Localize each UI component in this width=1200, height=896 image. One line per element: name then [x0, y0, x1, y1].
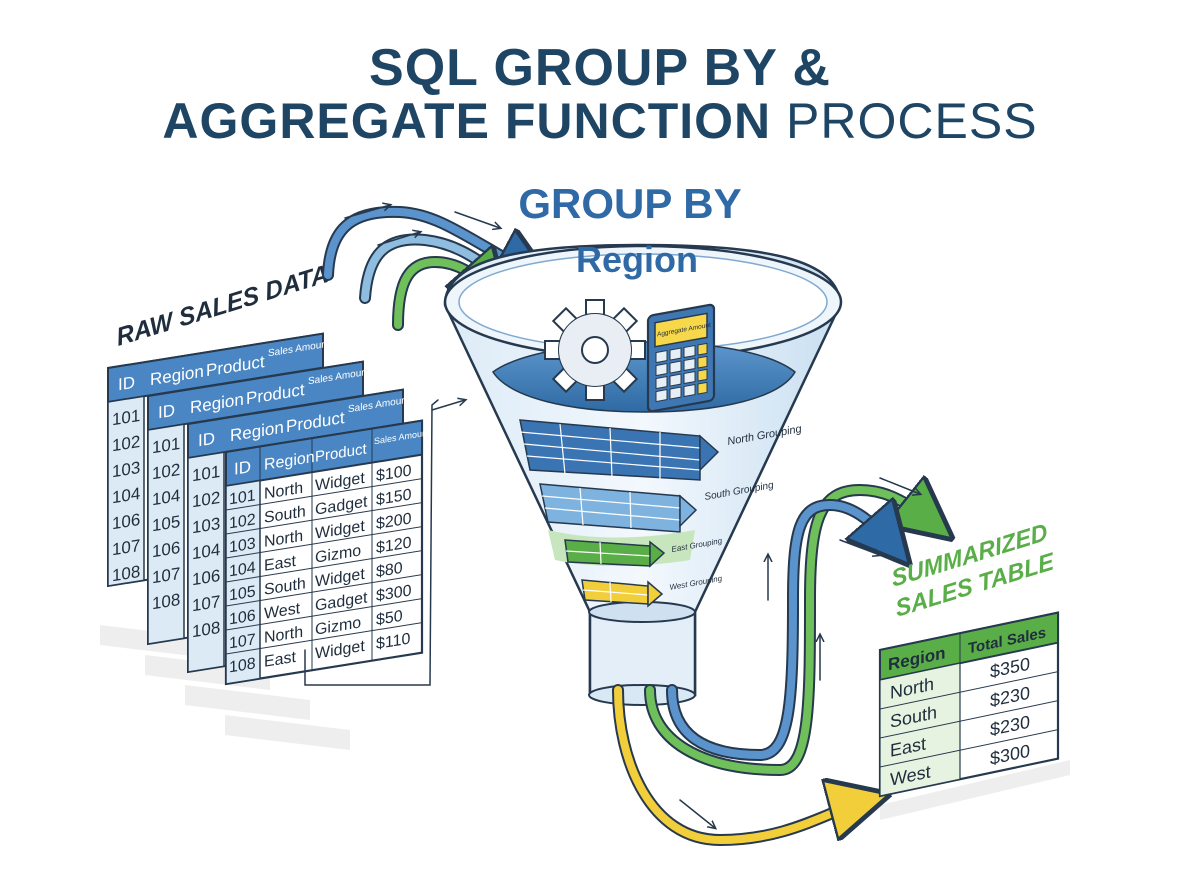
raw-row-id: 101: [229, 486, 256, 508]
raw-row-id: 104: [229, 558, 256, 580]
group-by-heading: GROUP BY: [518, 180, 741, 227]
raw-row-id: 103: [229, 534, 256, 556]
raw-front-header-id: ID: [234, 457, 251, 479]
diagram-title-line-2: AGGREGATE FUNCTION PROCESS: [0, 92, 1200, 150]
motion-indicator: [454, 211, 500, 228]
raw-sheet-1-id: 103: [112, 458, 140, 481]
raw-row-id: 108: [229, 654, 256, 676]
raw-row-region: West: [264, 599, 301, 623]
raw-sheet-1-id: 102: [112, 432, 140, 455]
raw-row-id: 107: [229, 630, 256, 652]
raw-sheet-2-id: 105: [152, 512, 180, 535]
diagram-title-normal: PROCESS: [771, 93, 1038, 149]
output-flow-arrows: [612, 477, 935, 847]
raw-sheet-3-id: 101: [192, 462, 220, 485]
motion-indicator: [839, 539, 880, 555]
raw-row-id: 105: [229, 582, 256, 604]
raw-row-region: East: [264, 648, 297, 671]
motion-indicator: [344, 205, 390, 219]
raw-row-amount: $110: [376, 630, 410, 653]
diagram-title-bold: AGGREGATE FUNCTION: [162, 93, 772, 149]
raw-row-amount: $150: [376, 485, 412, 509]
calculator-icon: Aggregate Amount: [646, 303, 716, 413]
raw-sheet-2-id: 107: [152, 564, 180, 587]
raw-row-id: 102: [229, 510, 256, 532]
raw-sheet-1-id: 108: [112, 562, 140, 585]
raw-sheet-2-id: 102: [152, 460, 180, 483]
raw-sheet-2-id: 104: [152, 486, 180, 509]
raw-sheet-3-header-id: ID: [198, 429, 215, 451]
raw-sheet-2-id: 106: [152, 538, 180, 561]
group-by-funnel: North Grouping South Grouping: [443, 180, 843, 706]
diagram-title-line-1: SQL GROUP BY &: [369, 39, 831, 97]
raw-data-sheet-front: ID Region Product Sales Amount 101 North…: [224, 419, 430, 686]
raw-row-amount: $300: [376, 581, 412, 605]
motion-indicator: [879, 477, 920, 494]
raw-sheet-2-id: 108: [152, 590, 180, 613]
raw-row-region: East: [264, 552, 297, 575]
raw-sheet-3-id: 104: [192, 540, 220, 563]
raw-sheet-3-id: 108: [192, 618, 220, 641]
loop-connector: [304, 399, 439, 686]
raw-sheet-1-id: 104: [112, 484, 140, 507]
raw-sheet-1-id: 107: [112, 536, 140, 559]
raw-sheet-3-id: 102: [192, 488, 220, 511]
raw-sheet-2-id: 101: [152, 434, 180, 457]
raw-sheet-1-id: 101: [112, 406, 140, 429]
funnel-neck: [588, 610, 697, 697]
motion-indicator: [377, 232, 420, 246]
motion-indicator: [679, 799, 715, 828]
raw-sheet-3-id: 106: [192, 566, 220, 589]
raw-row-id: 106: [229, 606, 256, 628]
group-by-subheading: Region: [576, 239, 698, 280]
raw-row-amount: $120: [376, 533, 412, 557]
raw-row-amount: $200: [376, 509, 412, 533]
raw-sales-data-stack: RAW SALES DATA ID Region Product Sales A…: [107, 259, 430, 686]
raw-sheet-3-id: 107: [192, 592, 220, 615]
raw-sheet-2-header-id: ID: [158, 401, 175, 423]
raw-sheet-1-header-id: ID: [118, 373, 135, 395]
summarized-sales-table: SUMMARIZED SALES TABLE Region Total Sale…: [878, 519, 1060, 798]
raw-sheet-3-id: 103: [192, 514, 220, 537]
raw-row-amount: $50: [376, 607, 403, 629]
raw-row-amount: $100: [376, 461, 412, 485]
raw-sheet-1-id: 106: [112, 510, 140, 533]
east-group-band: East Grouping: [548, 530, 723, 568]
gear-icon: [544, 299, 646, 401]
raw-row-amount: $80: [376, 559, 403, 581]
